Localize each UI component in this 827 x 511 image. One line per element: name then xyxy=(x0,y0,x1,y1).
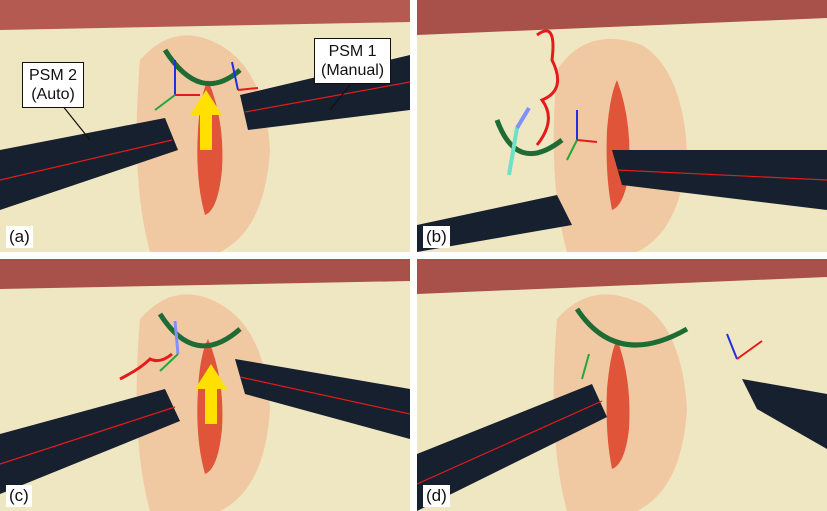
psm2-line1: PSM 2 xyxy=(29,66,77,85)
panel-label-d: (d) xyxy=(423,485,450,507)
psm1-callout: PSM 1 (Manual) xyxy=(314,38,391,84)
psm2-line2: (Auto) xyxy=(29,85,77,104)
psm1-line1: PSM 1 xyxy=(321,42,384,61)
surgical-scene-c xyxy=(0,259,410,511)
psm1-line2: (Manual) xyxy=(321,61,384,80)
panel-label-c: (c) xyxy=(6,485,32,507)
panel-d: (d) xyxy=(417,259,827,511)
surgical-scene-d xyxy=(417,259,827,511)
panel-b: (b) xyxy=(417,0,827,252)
psm2-callout: PSM 2 (Auto) xyxy=(22,62,84,108)
panel-label-b: (b) xyxy=(423,226,450,248)
surgical-scene-b xyxy=(417,0,827,252)
panel-label-a: (a) xyxy=(6,226,33,248)
panel-c: (c) xyxy=(0,259,410,511)
